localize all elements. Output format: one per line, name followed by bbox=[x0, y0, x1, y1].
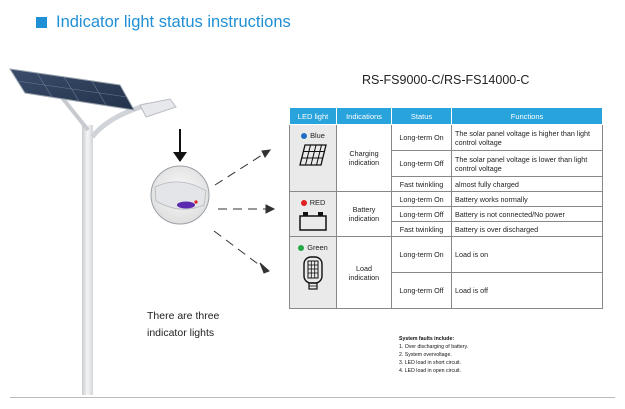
function-cell: Battery is not connected/No power bbox=[451, 206, 603, 222]
led-name: Blue bbox=[310, 131, 325, 140]
bottom-divider bbox=[10, 397, 615, 398]
page-title: Indicator light status instructions bbox=[56, 13, 291, 31]
pointer-lines bbox=[213, 149, 276, 274]
header-square-icon bbox=[36, 17, 47, 28]
fault-item: 4. LED load in open circuit. bbox=[399, 368, 461, 375]
note-line: There are three bbox=[147, 310, 220, 322]
table-row: Long-term Off Battery is not connected/N… bbox=[290, 206, 603, 222]
function-cell: Battery works normally bbox=[451, 191, 603, 207]
note-line: indicator lights bbox=[147, 326, 215, 339]
function-cell: The solar panel voltage is higher than l… bbox=[451, 124, 603, 151]
lamp-head bbox=[139, 98, 177, 118]
table-row: Green Load indication Long-term On Load … bbox=[289, 236, 603, 309]
fault-item: 1. Over discharging of battery. bbox=[399, 344, 469, 351]
blue-dot-icon bbox=[301, 132, 308, 139]
function-cell: Load is on bbox=[451, 236, 603, 273]
zoom-circle bbox=[150, 165, 210, 225]
table-row: Long-term Off The solar panel voltage is… bbox=[290, 150, 603, 177]
faults-title: System faults include: bbox=[399, 336, 455, 342]
status-cell: Long-term Off bbox=[391, 150, 452, 177]
function-cell: The solar panel voltage is lower than li… bbox=[451, 150, 603, 177]
indication-load: Load indication bbox=[336, 236, 392, 309]
three-lights-note: There are three indicator lights bbox=[147, 308, 219, 342]
status-cell: Fast twinkling bbox=[391, 221, 452, 237]
led-cell-green: Green bbox=[289, 236, 337, 309]
led-name: Green bbox=[307, 243, 328, 252]
solar-panel-icon bbox=[299, 144, 327, 166]
table-row: Blue Charging indication Long-term On Th… bbox=[289, 124, 603, 192]
pole bbox=[58, 93, 149, 395]
led-cell-blue: Blue bbox=[289, 124, 337, 192]
led-name: RED bbox=[309, 198, 326, 207]
status-cell: Long-term On bbox=[391, 191, 452, 207]
function-cell: almost fully charged bbox=[451, 176, 603, 192]
street-light-illustration bbox=[9, 68, 276, 395]
header-functions: Functions bbox=[451, 107, 603, 125]
status-cell: Long-term On bbox=[391, 124, 452, 151]
indicator-status-table: LED light Indications Status Functions B… bbox=[289, 107, 603, 309]
table-row: RED Battery indication Long-term On Batt… bbox=[289, 191, 603, 237]
header-led-light: LED light bbox=[289, 107, 337, 125]
function-cell: Battery is over discharged bbox=[451, 221, 603, 237]
table-row: Long-term Off Load is off bbox=[290, 272, 603, 309]
status-cell: Long-term Off bbox=[391, 272, 452, 309]
status-cell: Long-term Off bbox=[391, 206, 452, 222]
model-number: RS-FS9000-C/RS-FS14000-C bbox=[362, 73, 530, 87]
green-dot-icon bbox=[298, 244, 305, 251]
red-dot-icon bbox=[300, 199, 307, 206]
header-indications: Indications bbox=[336, 107, 392, 125]
solar-panel bbox=[9, 68, 135, 111]
indication-charging: Charging indication bbox=[336, 124, 392, 192]
table-row: Fast twinkling almost fully charged bbox=[290, 176, 603, 192]
function-cell: Load is off bbox=[451, 272, 603, 309]
section-header: Indicator light status instructions bbox=[36, 13, 291, 32]
status-cell: Fast twinkling bbox=[391, 176, 452, 192]
table-header-row: LED light Indications Status Functions bbox=[289, 107, 603, 125]
down-arrow-icon bbox=[173, 129, 187, 162]
header-status: Status bbox=[391, 107, 452, 125]
indication-battery: Battery indication bbox=[336, 191, 392, 237]
system-faults: System faults include: 1. Over dischargi… bbox=[399, 335, 468, 375]
status-cell: Long-term On bbox=[391, 236, 452, 273]
battery-icon bbox=[299, 212, 327, 231]
led-cell-red: RED bbox=[289, 191, 337, 237]
led-lamp-icon bbox=[303, 256, 323, 290]
fault-item: 2. System overvoltage. bbox=[399, 352, 452, 359]
fault-item: 3. LED load in short circuit. bbox=[399, 360, 461, 367]
